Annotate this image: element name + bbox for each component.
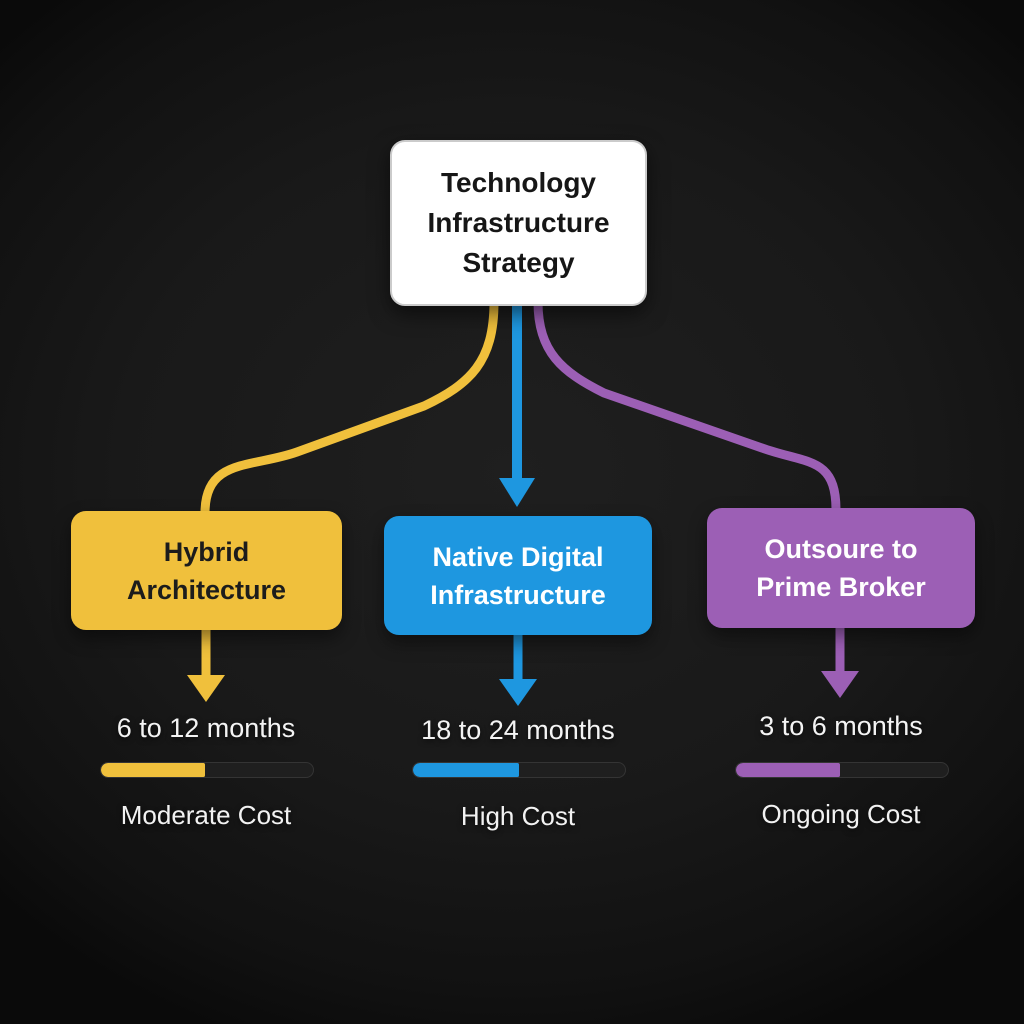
connector-outsource [533,301,841,511]
branch-title-line: Native Digital [432,541,604,572]
branch-title-line: Outsoure to [764,534,918,564]
branch-node-hybrid-architecture: Hybrid Architecture [71,511,342,630]
connector-hybrid [200,301,499,514]
progress-bar-outsource [735,762,949,778]
branch-title-line: Prime Broker [756,572,926,602]
hybrid-down-arrow-head [187,675,225,702]
timeline-label-outsource: 3 to 6 months [759,711,923,741]
timeline-label-native: 18 to 24 months [421,715,615,745]
progress-bar-native [412,762,626,778]
root-node-title-line: Infrastructure [427,207,610,238]
branch-node-outsource-to-prime-broker: Outsoure to Prime Broker [707,508,975,628]
cost-label-hybrid: Moderate Cost [120,800,292,830]
progress-bar-fill-native [413,763,519,777]
root-node-title-line: Strategy [462,247,575,278]
native-down-arrow-head [499,679,537,706]
cost-label-outsource: Ongoing Cost [761,799,921,829]
root-node-technology-infrastructure-strategy: Technology Infrastructure Strategy [390,140,647,306]
root-node-title-line: Technology [440,167,597,198]
branch-title-line: Architecture [126,574,287,605]
connector-native-arrowhead [499,478,535,507]
timeline-label-hybrid: 6 to 12 months [116,713,296,743]
progress-bar-fill-hybrid [101,763,205,777]
branch-node-native-digital-infrastructure: Native Digital Infrastructure [384,516,652,635]
progress-bar-hybrid [100,762,314,778]
cost-label-native: High Cost [460,801,576,831]
outsource-down-arrow-head [821,671,859,698]
progress-bar-fill-outsource [736,763,840,777]
branch-title-line: Hybrid [163,536,250,567]
branch-title-line: Infrastructure [430,579,606,610]
